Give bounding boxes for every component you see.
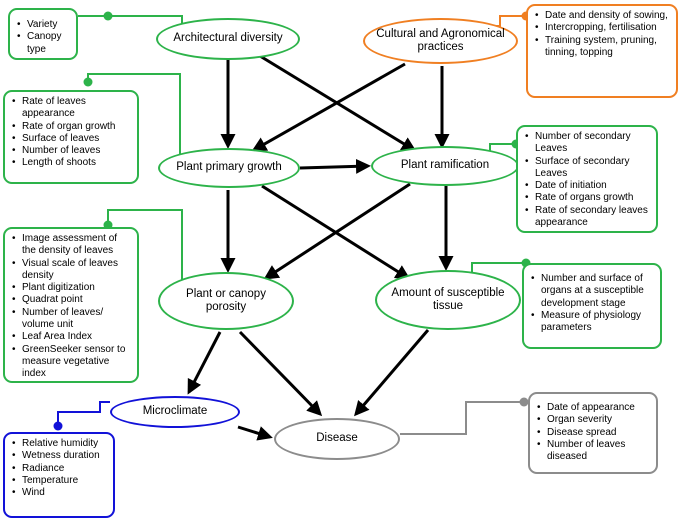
box-disease-list: Date of appearance Organ severity Diseas… bbox=[536, 402, 651, 463]
box-porosity-list: Image assessment of the density of leave… bbox=[11, 233, 132, 381]
list-item: Date and density of sowing, bbox=[534, 10, 671, 23]
box-ramification-list: Number of secondary Leaves Surface of se… bbox=[524, 131, 651, 229]
list-item: Rate of secondary leaves appearance bbox=[524, 205, 651, 230]
list-item: Training system, pruning, tinning, toppi… bbox=[534, 35, 671, 60]
list-item: Number of secondary Leaves bbox=[524, 131, 651, 156]
list-item: Number of leaves bbox=[11, 145, 132, 158]
node-plant-primary-growth-label: Plant primary growth bbox=[176, 161, 282, 174]
list-item: Date of initiation bbox=[524, 180, 651, 193]
box-practices: Date and density of sowing, Intercroppin… bbox=[526, 4, 678, 98]
arrow-practices-to-growth bbox=[251, 62, 406, 152]
node-susceptible-tissue: Amount of susceptible tissue bbox=[375, 270, 521, 330]
list-item: Wind bbox=[11, 487, 108, 500]
node-plant-ramification-label: Plant ramification bbox=[400, 159, 490, 172]
node-canopy-porosity-label: Plant or canopy porosity bbox=[186, 287, 266, 314]
box-susceptible: Number and surface of organs at a suscep… bbox=[522, 263, 662, 349]
box-growth: Rate of leaves appearance Rate of organ … bbox=[3, 90, 139, 184]
list-item: Leaf Area Index bbox=[11, 331, 132, 344]
connector-dot-disease bbox=[519, 397, 529, 407]
node-plant-ramification: Plant ramification bbox=[371, 146, 519, 186]
list-item: Rate of leaves appearance bbox=[11, 96, 132, 121]
list-item: Image assessment of the density of leave… bbox=[11, 233, 132, 258]
connector-porosity bbox=[107, 209, 183, 280]
arrow-microclimate-to-disease bbox=[237, 425, 273, 441]
arrow-porosity-to-microclimate bbox=[187, 331, 222, 395]
box-variety: Variety Canopy type bbox=[8, 8, 78, 60]
connector-disease bbox=[400, 401, 524, 435]
node-microclimate-label: Microclimate bbox=[142, 405, 208, 418]
list-item: Number and surface of organs at a suscep… bbox=[530, 273, 655, 310]
list-item: Relative humidity bbox=[11, 438, 108, 451]
connector-dot-variety bbox=[103, 11, 113, 21]
arrow-porosity-to-disease bbox=[238, 330, 323, 417]
list-item: Temperature bbox=[11, 475, 108, 488]
box-susceptible-list: Number and surface of organs at a suscep… bbox=[530, 273, 655, 334]
node-cultural-practices: Cultural and Agronomical practices bbox=[363, 18, 518, 64]
node-microclimate: Microclimate bbox=[110, 396, 240, 428]
box-practices-list: Date and density of sowing, Intercroppin… bbox=[534, 10, 671, 59]
list-item: Date of appearance bbox=[536, 402, 651, 415]
node-architectural-diversity-label: Architectural diversity bbox=[173, 32, 283, 45]
connector-dot-growth bbox=[83, 77, 93, 87]
list-item: Canopy type bbox=[16, 31, 71, 56]
list-item: GreenSeeker sensor to measure vegetative… bbox=[11, 344, 132, 381]
list-item: Surface of leaves bbox=[11, 133, 132, 146]
node-disease-label: Disease bbox=[316, 432, 358, 445]
connector-dot-microclimate bbox=[53, 421, 63, 431]
list-item: Number of leaves/ volume unit bbox=[11, 307, 132, 332]
list-item: Plant digitization bbox=[11, 282, 132, 295]
list-item: Surface of secondary Leaves bbox=[524, 156, 651, 181]
node-disease: Disease bbox=[274, 418, 400, 460]
list-item: Number of leaves diseased bbox=[536, 439, 651, 464]
arrow-growth-to-ramification bbox=[299, 158, 371, 174]
box-growth-list: Rate of leaves appearance Rate of organ … bbox=[11, 96, 132, 170]
arrow-ramification-to-porosity bbox=[263, 182, 411, 280]
node-canopy-porosity: Plant or canopy porosity bbox=[158, 272, 294, 330]
box-microclimate: Relative humidity Wetness duration Radia… bbox=[3, 432, 115, 518]
connector-microclimate bbox=[57, 401, 110, 426]
list-item: Rate of organ growth bbox=[11, 121, 132, 134]
list-item: Length of shoots bbox=[11, 157, 132, 170]
list-item: Measure of physiology parameters bbox=[530, 310, 655, 335]
list-item: Rate of organs growth bbox=[524, 192, 651, 205]
list-item: Quadrat point bbox=[11, 294, 132, 307]
node-architectural-diversity: Architectural diversity bbox=[156, 18, 300, 60]
box-variety-list: Variety Canopy type bbox=[16, 19, 71, 56]
list-item: Wetness duration bbox=[11, 450, 108, 463]
list-item: Radiance bbox=[11, 463, 108, 476]
list-item: Variety bbox=[16, 19, 71, 32]
node-cultural-practices-label: Cultural and Agronomical practices bbox=[376, 27, 505, 54]
box-disease: Date of appearance Organ severity Diseas… bbox=[528, 392, 658, 474]
list-item: Disease spread bbox=[536, 427, 651, 440]
box-porosity: Image assessment of the density of leave… bbox=[3, 227, 139, 383]
list-item: Organ severity bbox=[536, 414, 651, 427]
box-ramification: Number of secondary Leaves Surface of se… bbox=[516, 125, 658, 233]
node-susceptible-tissue-label: Amount of susceptible tissue bbox=[391, 286, 505, 313]
list-item: Intercropping, fertilisation bbox=[534, 22, 671, 35]
node-plant-primary-growth: Plant primary growth bbox=[158, 148, 300, 188]
arrow-susceptible-to-disease bbox=[354, 329, 430, 417]
list-item: Visual scale of leaves density bbox=[11, 258, 132, 283]
box-microclimate-list: Relative humidity Wetness duration Radia… bbox=[11, 438, 108, 500]
